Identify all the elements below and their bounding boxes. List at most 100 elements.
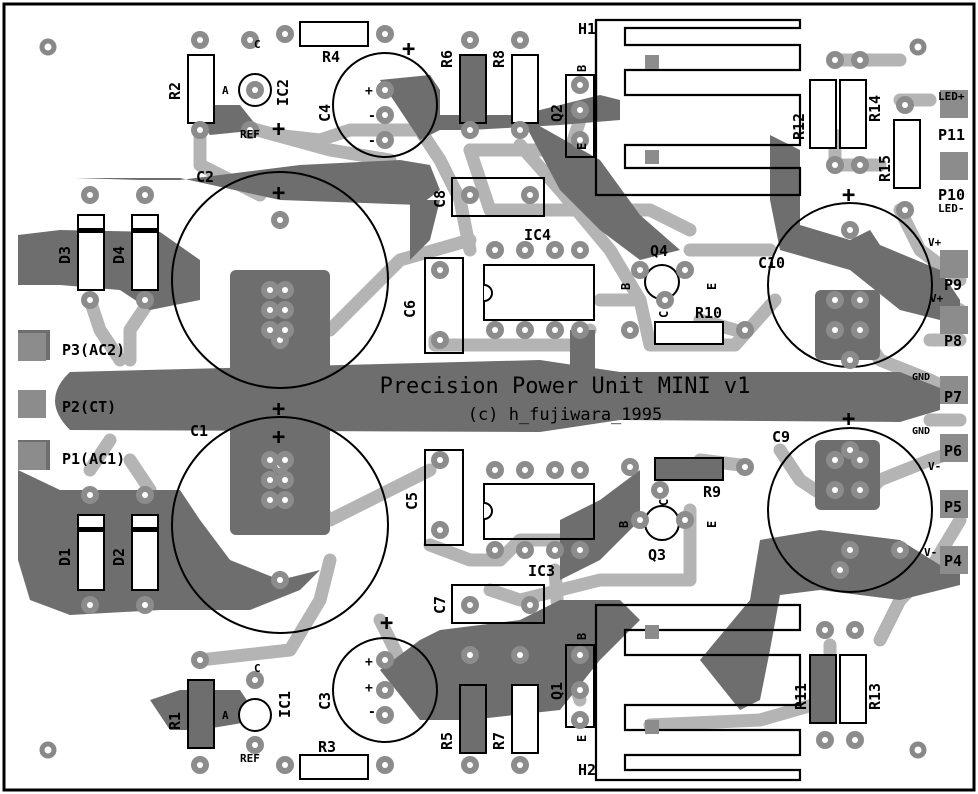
- label-d3: D3: [56, 246, 74, 264]
- label-r10: R10: [695, 304, 722, 322]
- label-c-q3: C: [657, 499, 671, 506]
- pad-hole: [577, 137, 583, 143]
- label-r12: R12: [790, 113, 808, 140]
- pad-hole: [382, 31, 388, 37]
- label-gnd-p6: GND: [912, 426, 930, 437]
- pad-hole: [87, 297, 93, 303]
- pad-hole: [857, 162, 863, 168]
- label-b-q1: B: [575, 633, 589, 640]
- label-q3: Q3: [648, 546, 666, 564]
- pad-hole: [742, 464, 748, 470]
- pad-hole: [277, 577, 283, 583]
- pad-hole: [552, 467, 558, 473]
- label-minus-c4b: -: [368, 134, 376, 149]
- pad-hole: [682, 267, 688, 273]
- pad-hole: [382, 657, 388, 663]
- pad-hole: [522, 327, 528, 333]
- ic-notches: [483, 284, 493, 520]
- label-c10: C10: [758, 254, 785, 272]
- label-plus-c10: +: [842, 183, 855, 208]
- pad-hole: [282, 457, 288, 463]
- pad-hole: [467, 37, 473, 43]
- label-p2: P2(CT): [62, 398, 116, 416]
- pad-hole: [437, 267, 443, 273]
- capacitor-c9: [767, 427, 933, 593]
- label-c-q4: C: [657, 311, 671, 318]
- pad-hole: [577, 717, 583, 723]
- pad-hole: [467, 127, 473, 133]
- pad-hole: [437, 527, 443, 533]
- pad-hole: [847, 447, 853, 453]
- label-p11: P11: [938, 126, 965, 144]
- pad-hole: [852, 627, 858, 633]
- label-c-ic1: C: [254, 662, 261, 675]
- label-p7: P7: [944, 388, 962, 406]
- pad-hole: [857, 487, 863, 493]
- diode-bands: [78, 228, 158, 532]
- label-led-plus: LED+: [938, 90, 965, 103]
- label-c5: C5: [403, 492, 421, 510]
- label-plus-c3a: +: [365, 655, 373, 670]
- pad-hole: [627, 327, 633, 333]
- pad-hole: [832, 57, 838, 63]
- label-minus-c3: -: [368, 705, 376, 720]
- pad-hole: [847, 357, 853, 363]
- pad-hole: [382, 137, 388, 143]
- label-c6: C6: [401, 300, 419, 318]
- label-q4: Q4: [650, 242, 668, 260]
- label-r11: R11: [792, 683, 810, 710]
- pad-hole: [467, 192, 473, 198]
- pad-hole: [382, 762, 388, 768]
- pad-hole: [142, 602, 148, 608]
- pad-hole: [857, 327, 863, 333]
- pad-hole: [822, 737, 828, 743]
- label-a-ic1: A: [222, 709, 229, 722]
- pad-hole: [282, 287, 288, 293]
- label-p10: P10: [938, 186, 965, 204]
- capacitor-c3: [332, 637, 438, 743]
- pad-hole: [832, 457, 838, 463]
- pad-hole: [552, 247, 558, 253]
- pad-hole: [252, 742, 258, 748]
- label-v-minus-p4: V-: [924, 546, 937, 559]
- pad-hole: [282, 497, 288, 503]
- label-r13: R13: [866, 683, 884, 710]
- pad-hole: [822, 627, 828, 633]
- label-c-ic2: C: [254, 38, 261, 51]
- pad-hole: [657, 487, 663, 493]
- label-r4: R4: [322, 48, 340, 66]
- label-h2: H2: [578, 761, 596, 779]
- board-title: Precision Power Unit MINI v1: [380, 374, 751, 399]
- pad-hole: [522, 247, 528, 253]
- pad-hole: [87, 192, 93, 198]
- pad-hole: [437, 337, 443, 343]
- label-b-q4: B: [619, 283, 633, 290]
- label-r15: R15: [876, 155, 894, 182]
- pad-hole: [247, 37, 253, 43]
- capacitor-c1: [171, 416, 389, 634]
- label-ref-ic1: REF: [240, 752, 260, 765]
- label-r14: R14: [866, 95, 884, 122]
- pad-hole: [662, 297, 668, 303]
- label-p6: P6: [944, 442, 962, 460]
- to92-outlines: [238, 73, 680, 732]
- pad-hole: [552, 327, 558, 333]
- pad-hole: [902, 207, 908, 213]
- pad-hole: [522, 547, 528, 553]
- pad-hole: [142, 492, 148, 498]
- label-a-ic2: A: [222, 84, 229, 97]
- pin-labels: C A REF C A REF LED+ LED- V+ V+ GND GND …: [222, 38, 965, 765]
- label-r6: R6: [438, 50, 456, 68]
- label-d4: D4: [110, 246, 128, 264]
- pad-hole: [267, 307, 273, 313]
- pad-hole: [277, 217, 283, 223]
- label-b-q2: B: [575, 65, 589, 72]
- label-ic1: IC1: [276, 691, 294, 718]
- label-c4: C4: [316, 104, 334, 122]
- pad-hole: [267, 457, 273, 463]
- pad-hole: [852, 737, 858, 743]
- pad-hole: [577, 107, 583, 113]
- pad-hole: [837, 567, 843, 573]
- pad-hole: [142, 297, 148, 303]
- pad-hole: [267, 497, 273, 503]
